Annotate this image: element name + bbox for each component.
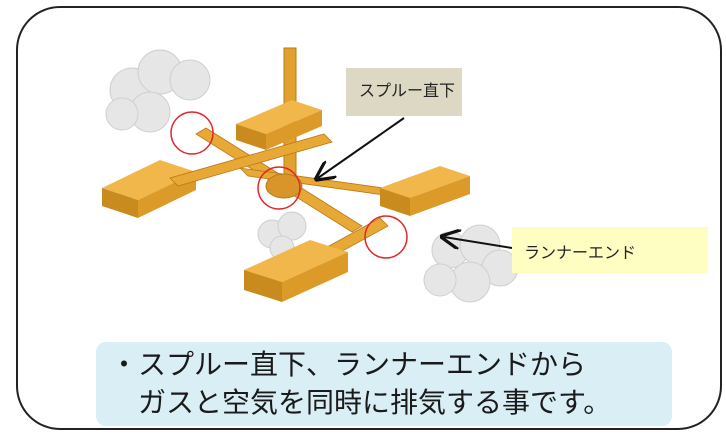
sprue-bottom-label: スプルー直下 [346,68,462,116]
caption-line-1: ・スプルー直下、ランナーエンドから [110,348,587,381]
vent-circle-top-left [170,111,214,155]
vent-circle-runner-end [364,215,408,259]
gas-smoke-center [257,211,307,261]
gas-smoke-bottom-right [423,224,519,303]
gas-smoke-top-left [105,49,211,133]
vent-circle-sprue [257,166,301,210]
runner-end-label: ランナーエンド [512,227,708,273]
caption-line-2: ガスと空気を同時に排気する事です。 [138,386,612,419]
runner-system [102,47,470,302]
sprue-pointer-arrow [318,117,405,178]
runner-end-pointer-arrow [444,237,513,248]
caption-box: ・スプルー直下、ランナーエンドから ガスと空気を同時に排気する事です。 [96,342,672,426]
